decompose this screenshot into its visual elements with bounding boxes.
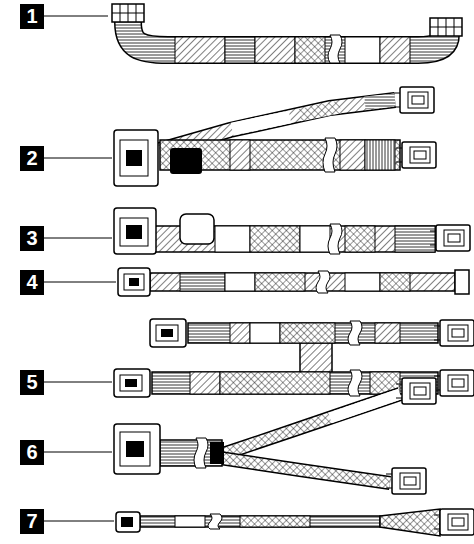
callout-number: 5 [20,370,44,395]
cable-3 [114,208,470,254]
callout-number: 6 [20,440,44,465]
cable-7 [116,509,474,536]
cable-4 [118,268,469,296]
cable-6 [114,378,436,494]
callout-number: 3 [20,226,44,251]
cable-2 [114,87,436,186]
callout-number: 7 [20,509,44,534]
callout-number: 2 [20,146,44,171]
leader-lines [44,16,116,521]
callout-number: 4 [20,270,44,295]
cable-1 [112,4,462,63]
callout-number: 1 [20,4,44,29]
